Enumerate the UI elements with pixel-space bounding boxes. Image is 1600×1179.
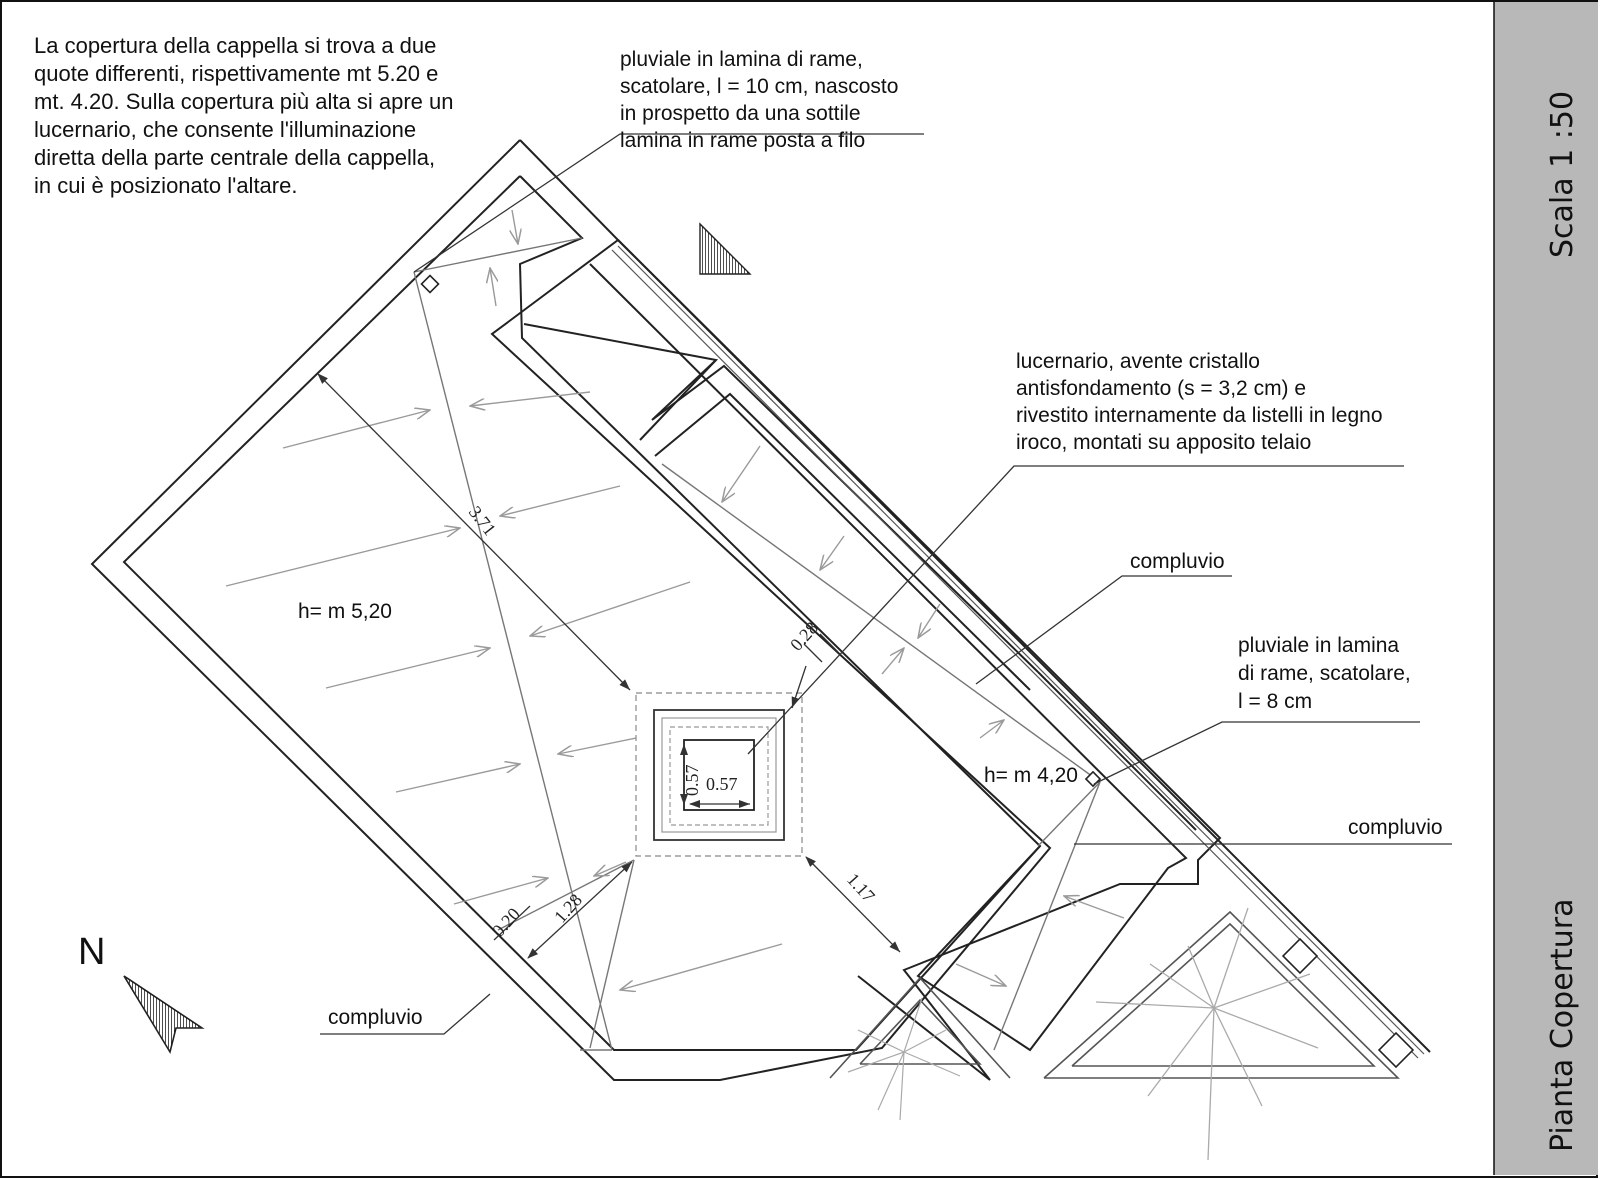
note-compluvio-lower: compluvio [1348,816,1443,839]
planters [829,910,1400,1079]
leader-lines [320,133,1452,1035]
dim-skylight-width: 0.57 [706,774,738,794]
sheet-title: Pianta Copertura [1545,899,1580,1152]
dim-wall-top: 0.28 [786,618,822,655]
note-pluviale-right: pluviale in lamina di rame, scatolare, l… [1238,634,1411,713]
dimension-lines [317,373,901,959]
dim-left-distance: 1.28 [550,890,586,927]
svg-text:in prospetto da una sottile: in prospetto da una sottile [620,102,861,125]
plant-right [1095,907,1319,1161]
dim-diagonal: 3.71 [465,502,500,539]
svg-text:di rame, scatolare,: di rame, scatolare, [1238,662,1411,685]
svg-text:pluviale in lamina di rame,: pluviale in lamina di rame, [620,48,863,71]
note-lucernario: lucernario, avente cristallo antisfondam… [1016,350,1383,454]
north-label: N [78,931,105,973]
svg-text:l = 8 cm: l = 8 cm [1238,690,1312,713]
north-arrow-icon [123,975,205,1055]
dim-wall-bottom: 0.20 [488,904,524,941]
svg-text:lamina in rame posta a filo: lamina in rame posta a filo [620,129,865,152]
valley-lines [413,237,1101,1051]
title-panel [1494,2,1598,1175]
scale-label: Scala 1 :50 [1545,91,1580,258]
svg-text:scatolare, l = 10 cm, nascosto: scatolare, l = 10 cm, nascosto [620,75,898,98]
note-compluvio-upper: compluvio [1130,550,1225,573]
plant-left [847,997,961,1121]
svg-text:antisfondamento (s = 3,2 cm): antisfondamento (s = 3,2 cm) e [1016,377,1306,400]
height-high-roof: h= m 5,20 [298,600,392,623]
note-compluvio-left: compluvio [328,1006,423,1029]
downpipes [420,274,1415,1069]
note-pluviale-top: pluviale in lamina di rame, scatolare, l… [620,48,898,152]
svg-text:iroco, montati su apposito tel: iroco, montati su apposito telaio [1016,431,1311,454]
height-low-roof: h= m 4,20 [984,764,1078,787]
dim-skylight-height: 0.57 [682,765,702,797]
roof-description: La copertura della cappella si trova a d… [34,33,454,198]
chapel-outer-wall [90,139,1052,1081]
section-marker-icon [699,222,752,275]
svg-text:lucernario, avente cristallo: lucernario, avente cristallo [1016,350,1260,373]
svg-text:rivestito internamente da list: rivestito internamente da listelli in le… [1016,404,1383,427]
svg-text:pluviale in lamina: pluviale in lamina [1238,634,1399,657]
